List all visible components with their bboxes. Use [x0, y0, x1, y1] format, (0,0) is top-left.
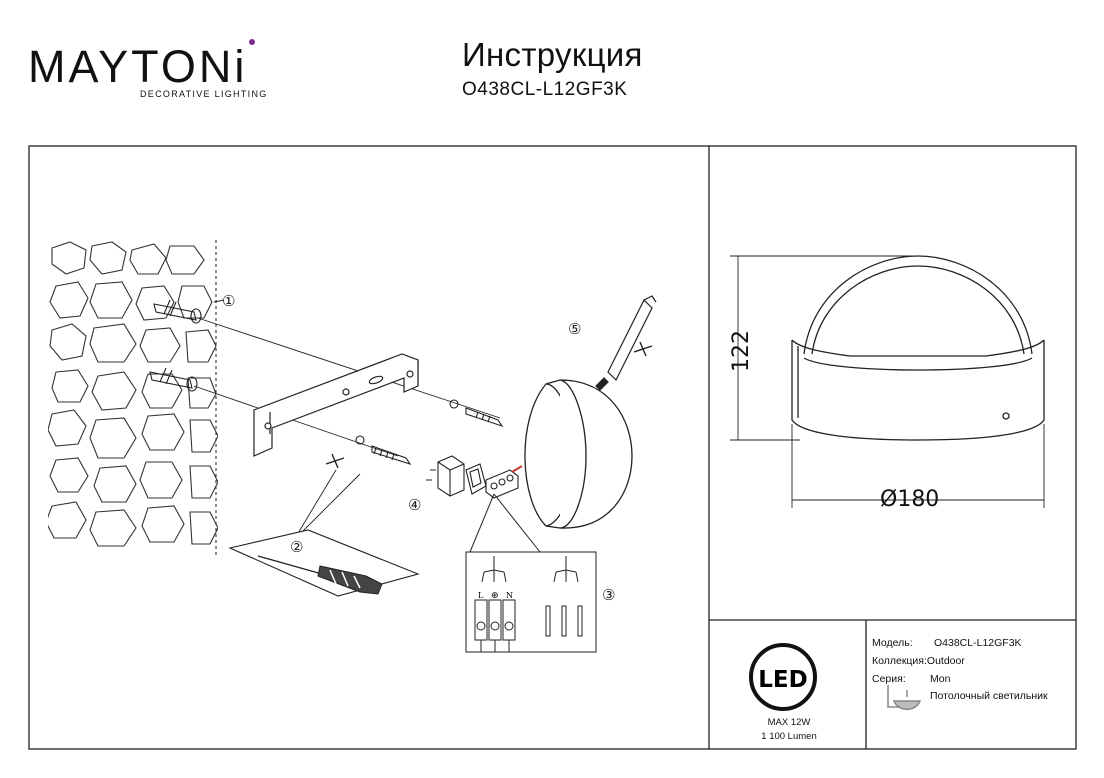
lamp-front-view — [791, 255, 1045, 441]
terminal-label-earth: ⊕ — [491, 591, 499, 601]
info-model-row: Модель: O438CL-L12GF3K — [872, 638, 1022, 649]
stone-wall-pattern — [48, 240, 218, 558]
step-number-1: ① — [222, 292, 235, 310]
wiring-detail — [465, 493, 597, 653]
terminal-label-l: L — [478, 591, 484, 600]
info-series-value: Mon — [930, 673, 951, 685]
brand-name: MAYTON — [28, 41, 235, 92]
step-number-2: ② — [290, 538, 303, 556]
step-number-5: ⑤ — [568, 320, 581, 338]
terminal-label-n: N — [506, 591, 513, 600]
sheet-frame — [28, 145, 1077, 750]
step-number-4: ④ — [408, 496, 421, 514]
wall-dowels — [149, 299, 202, 392]
document-title: Инструкция — [462, 36, 643, 73]
led-lumen: 1 100 Lumen — [761, 731, 817, 742]
screwdriver-detail — [228, 469, 420, 597]
led-badge: LED — [749, 643, 817, 711]
dimension-height: 122 — [729, 330, 754, 372]
led-badge-text: LED — [758, 667, 807, 693]
allen-key — [595, 295, 657, 391]
led-power: MAX 12W — [767, 717, 811, 728]
step-number-3: ③ — [602, 586, 615, 604]
info-collection-label: Коллекция: — [872, 655, 927, 667]
info-model-label: Модель: — [872, 637, 913, 649]
brand-tagline: DECORATIVE LIGHTING — [140, 89, 268, 99]
document-model-code: O438CL-L12GF3K — [462, 79, 628, 100]
ceiling-lamp-icon — [887, 685, 922, 710]
dimension-lines — [730, 255, 1045, 508]
brand-accent-dot — [249, 39, 255, 45]
mounting-screws — [355, 399, 504, 465]
terminal-block — [485, 465, 523, 499]
info-series-row: Серия: Mon — [872, 674, 950, 685]
mounting-bracket — [253, 353, 419, 457]
lamp-body-side-view — [524, 379, 633, 529]
info-collection-row: Коллекция:Outdoor — [872, 656, 965, 667]
info-type-value: Потолочный светильник — [930, 690, 1048, 702]
brand-accent-i: i — [234, 41, 248, 92]
info-collection-value: Outdoor — [926, 655, 965, 667]
dimension-diameter: Ø180 — [880, 487, 939, 512]
info-series-label: Серия: — [872, 673, 906, 685]
phillips-screwdriver-symbol — [325, 341, 653, 469]
info-model-value: O438CL-L12GF3K — [934, 637, 1022, 649]
junction-box-and-gasket — [426, 455, 487, 497]
brand-logo: MAYTONi — [28, 44, 247, 89]
